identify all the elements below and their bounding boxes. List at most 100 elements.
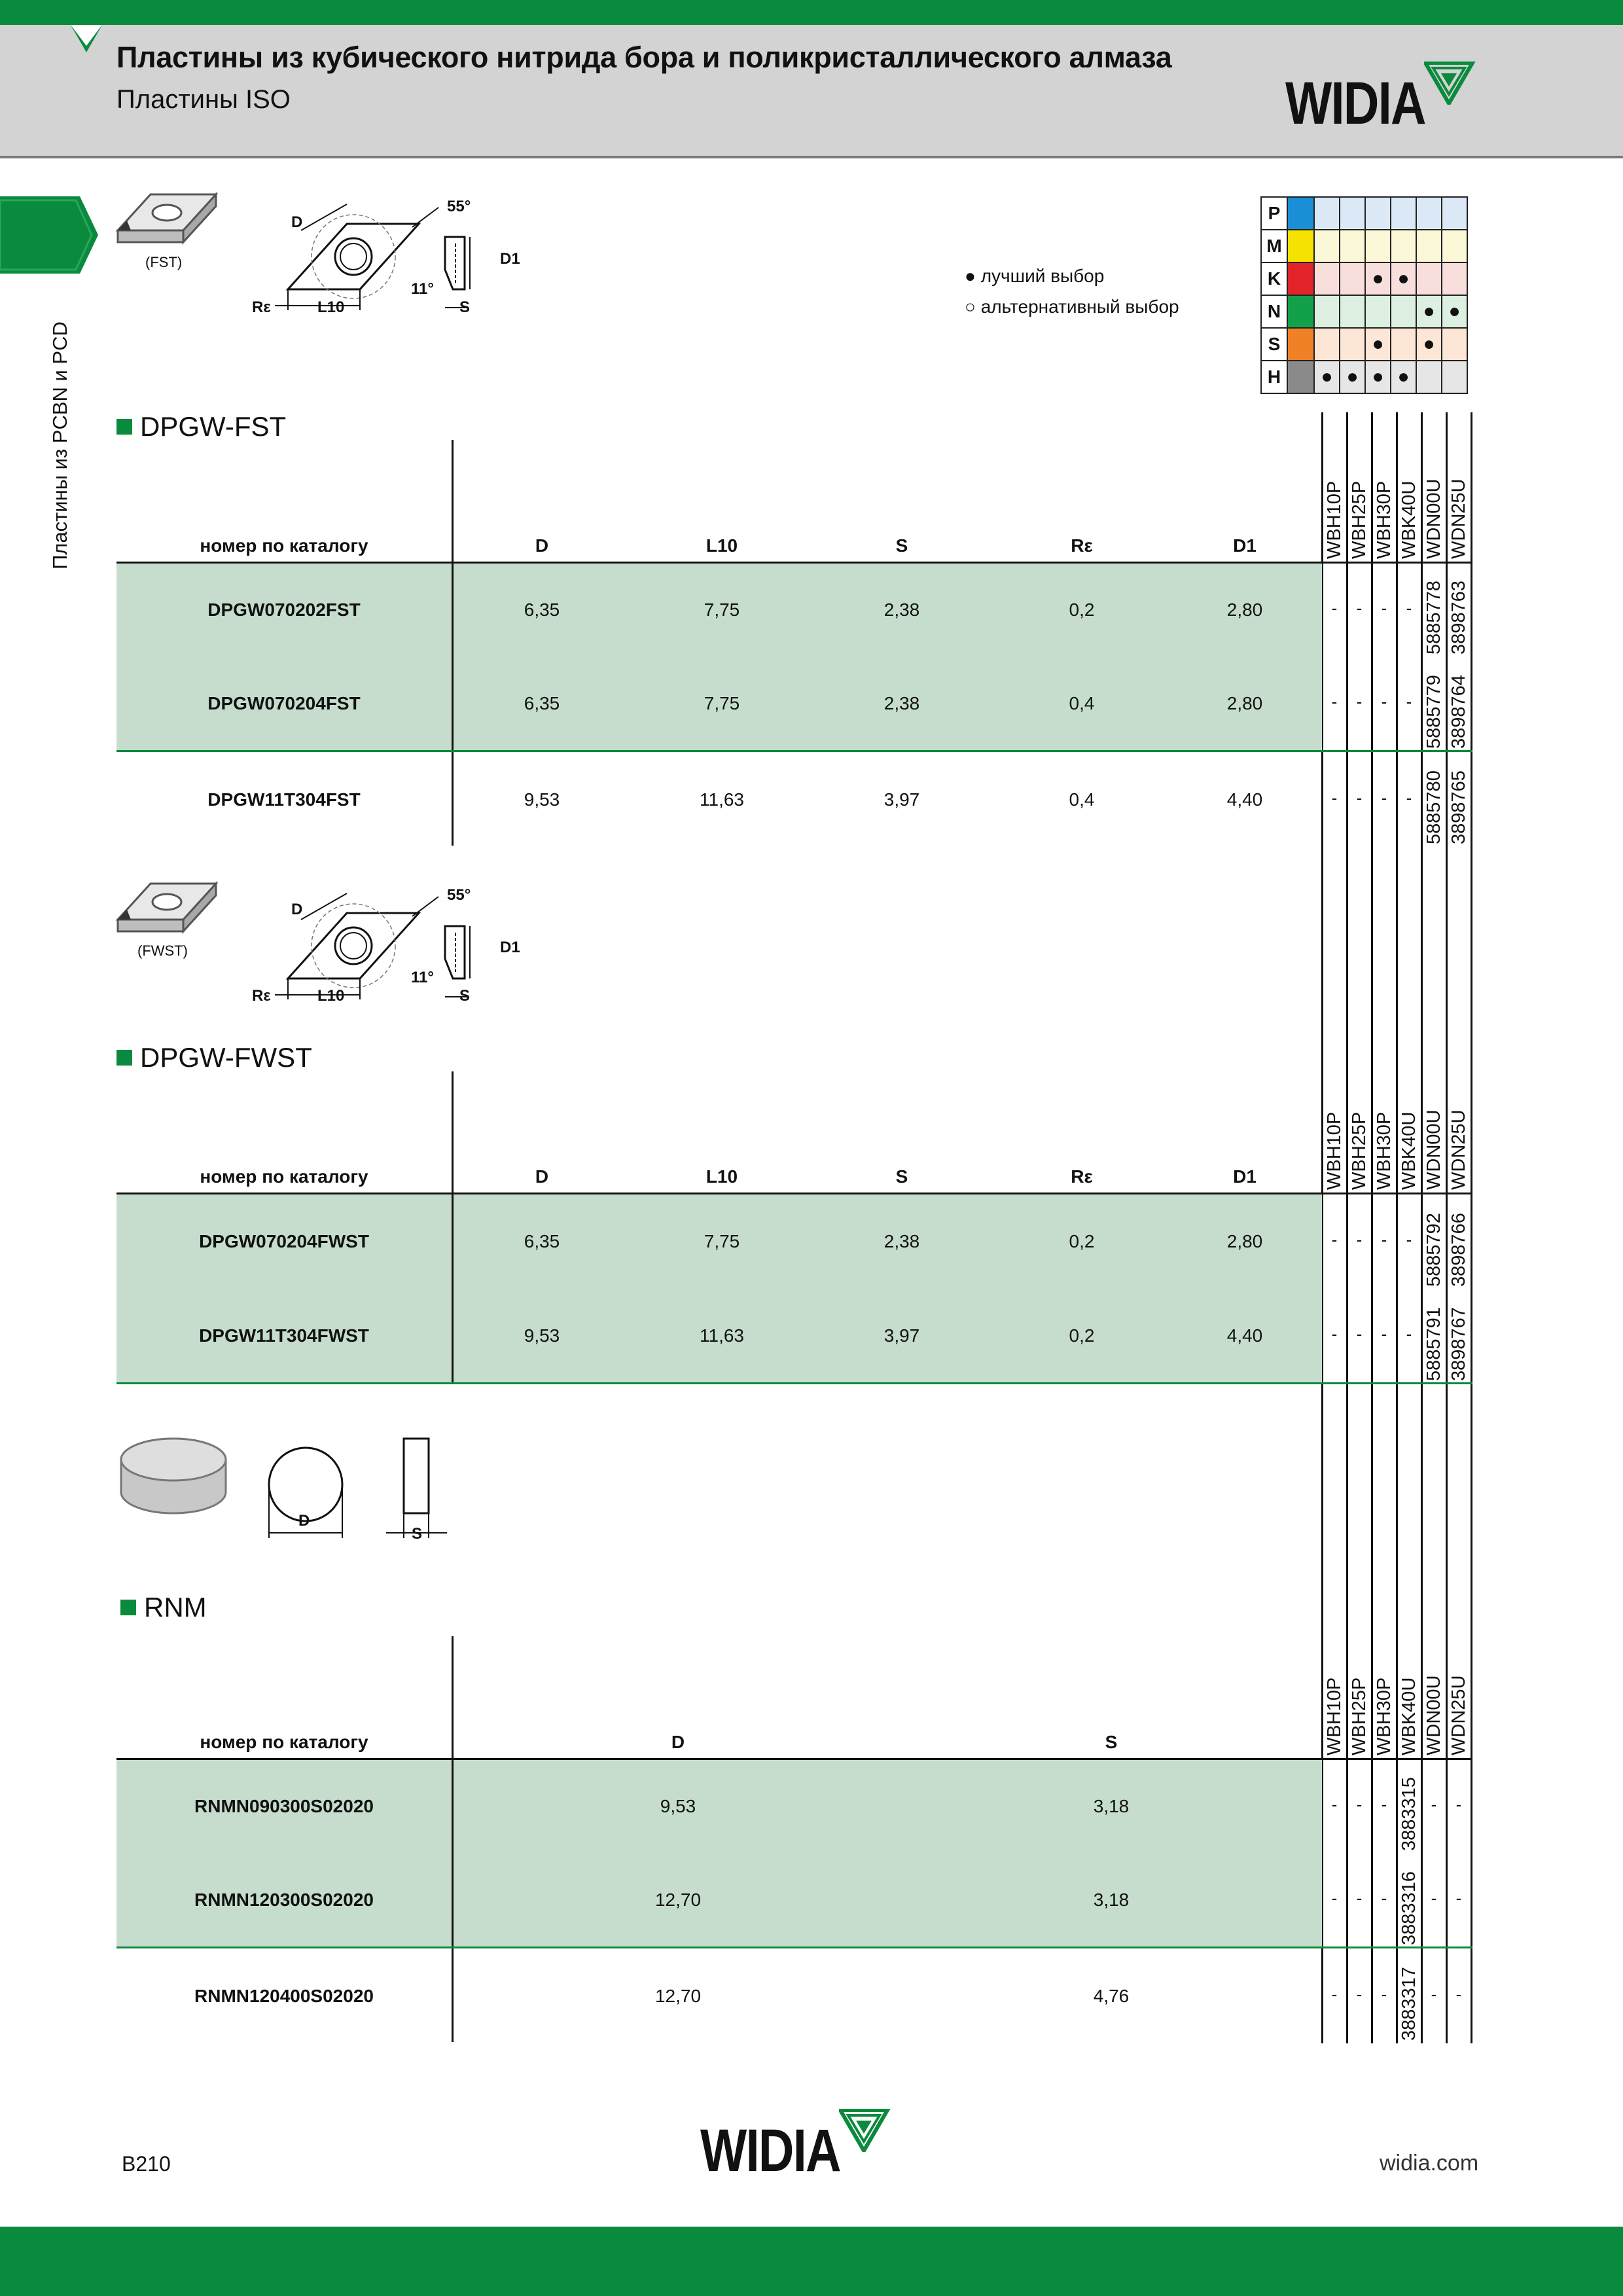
order-code-empty: - (1381, 1795, 1387, 1814)
cell-d1: 4,40 (1226, 789, 1263, 810)
material-row-s: S●● (1260, 327, 1468, 361)
suitability-mark (1441, 262, 1468, 296)
column-header-re: Rε (1071, 1166, 1093, 1187)
column-header-d1: D1 (1233, 535, 1257, 556)
material-code: N (1260, 295, 1288, 329)
suitability-mark: ● (1364, 360, 1391, 394)
suitability-mark (1339, 262, 1366, 296)
grade-header-wdn25u: WDN25U (1448, 478, 1469, 559)
legend-best-choice: ● лучший выбор (965, 266, 1105, 286)
column-header-s: S (895, 535, 908, 556)
suitability-mark (1364, 229, 1391, 263)
footer-logo-triangles-icon (839, 2109, 891, 2152)
grade-column-divider (1396, 412, 1398, 2043)
suitability-mark (1390, 295, 1417, 329)
order-code-empty: - (1431, 1984, 1437, 2004)
table-group-rule (116, 750, 1472, 752)
suitability-mark (1441, 196, 1468, 230)
grade-header-wbh25p: WBH25P (1349, 1677, 1370, 1755)
insert-dimension-drawing-fwst (275, 893, 471, 999)
cell-re: 0,2 (1069, 1325, 1095, 1346)
order-code-empty: - (1381, 1324, 1387, 1344)
table-shaded-rows (116, 563, 1322, 750)
order-code-empty: - (1331, 1888, 1338, 1908)
order-code-empty: - (1455, 1984, 1462, 2004)
table-shaded-rows (116, 1759, 1322, 1946)
cell-s: 3,18 (1093, 1890, 1130, 1910)
insert-3d-icon-fst (115, 192, 219, 245)
catalog-number: DPGW070204FST (207, 693, 361, 713)
order-code-empty: - (1331, 692, 1338, 711)
widia-logo: WIDIA (1285, 62, 1476, 134)
material-row-n: N●● (1260, 295, 1468, 329)
material-code: S (1260, 327, 1288, 361)
suitability-mark: ● (1416, 327, 1442, 361)
order-code: 3883317 (1399, 1967, 1419, 2041)
column-header-d: D (535, 1166, 549, 1187)
suitability-mark: ● (1390, 360, 1417, 394)
page-number: B210 (122, 2152, 171, 2176)
grade-header-wbh30p: WBH30P (1374, 480, 1395, 559)
order-code-empty: - (1381, 788, 1387, 808)
grade-column-divider (1371, 412, 1373, 2043)
suitability-mark (1416, 360, 1442, 394)
grade-header-wdn00u: WDN00U (1423, 1109, 1444, 1190)
cell-s: 2,38 (883, 600, 920, 620)
table-group-rule (116, 1382, 1472, 1384)
suitability-mark (1364, 295, 1391, 329)
website-link[interactable]: widia.com (1380, 2151, 1479, 2176)
page-subtitle: Пластины ISO (116, 85, 291, 114)
column-header-s: S (895, 1166, 908, 1187)
order-code-empty: - (1406, 1230, 1412, 1249)
order-code: 5885780 (1423, 770, 1444, 844)
grade-header-wbh30p: WBH30P (1374, 1677, 1395, 1755)
material-code: M (1260, 229, 1288, 263)
dim-label-d1: D1 (500, 250, 520, 268)
order-code-empty: - (1356, 1230, 1363, 1249)
cell-l10: 11,63 (700, 1325, 744, 1346)
corner-triangle-icon (56, 0, 116, 52)
cell-d: 12,70 (654, 1890, 702, 1910)
order-code-empty: - (1406, 598, 1412, 618)
cell-re: 0,2 (1069, 600, 1095, 620)
order-code-empty: - (1356, 1984, 1363, 2004)
suitability-mark: ● (1313, 360, 1340, 394)
widia-logo-triangles-icon (1424, 62, 1476, 105)
suitability-mark (1390, 196, 1417, 230)
catalog-number: DPGW11T304FST (207, 789, 361, 810)
cell-l10: 7,75 (704, 693, 740, 713)
side-tab-label: Пластины из PCBN и PCD (48, 321, 71, 569)
order-code-empty: - (1406, 788, 1412, 808)
order-code-empty: - (1356, 598, 1363, 618)
suitability-mark (1364, 196, 1391, 230)
dim-label-l10: L10 (317, 298, 345, 316)
cell-s: 3,97 (883, 1325, 920, 1346)
page-header (0, 25, 1623, 156)
order-code-empty: - (1356, 1795, 1363, 1814)
order-code-empty: - (1331, 1984, 1338, 2004)
dim-label-angle-11: 11° (411, 280, 434, 298)
material-row-p: P (1260, 196, 1468, 230)
catalog-number: RNMN120400S02020 (194, 1986, 374, 2006)
dim-label-angle-55: 55° (447, 886, 471, 904)
dim-label-s: S (412, 1525, 423, 1543)
page-title: Пластины из кубического нитрида бора и п… (116, 41, 1172, 74)
order-code-empty: - (1356, 788, 1363, 808)
grade-column-divider (1471, 412, 1472, 2043)
material-color-swatch (1287, 262, 1315, 296)
table-header-rule (116, 562, 1472, 564)
cell-d1: 4,40 (1226, 1325, 1263, 1346)
section-marker-icon (116, 419, 132, 435)
order-code-empty: - (1356, 1888, 1363, 1908)
cell-l10: 7,75 (704, 600, 740, 620)
order-code-empty: - (1455, 1888, 1462, 1908)
insert-3d-icon-fwst (115, 881, 219, 934)
cell-d: 12,70 (654, 1986, 702, 2006)
catalog-number: RNMN120300S02020 (194, 1890, 374, 1910)
grade-column-divider (1421, 412, 1423, 2043)
suitability-mark (1441, 360, 1468, 394)
suitability-mark (1416, 196, 1442, 230)
section-title: RNM (144, 1592, 207, 1623)
suitability-mark (1441, 327, 1468, 361)
